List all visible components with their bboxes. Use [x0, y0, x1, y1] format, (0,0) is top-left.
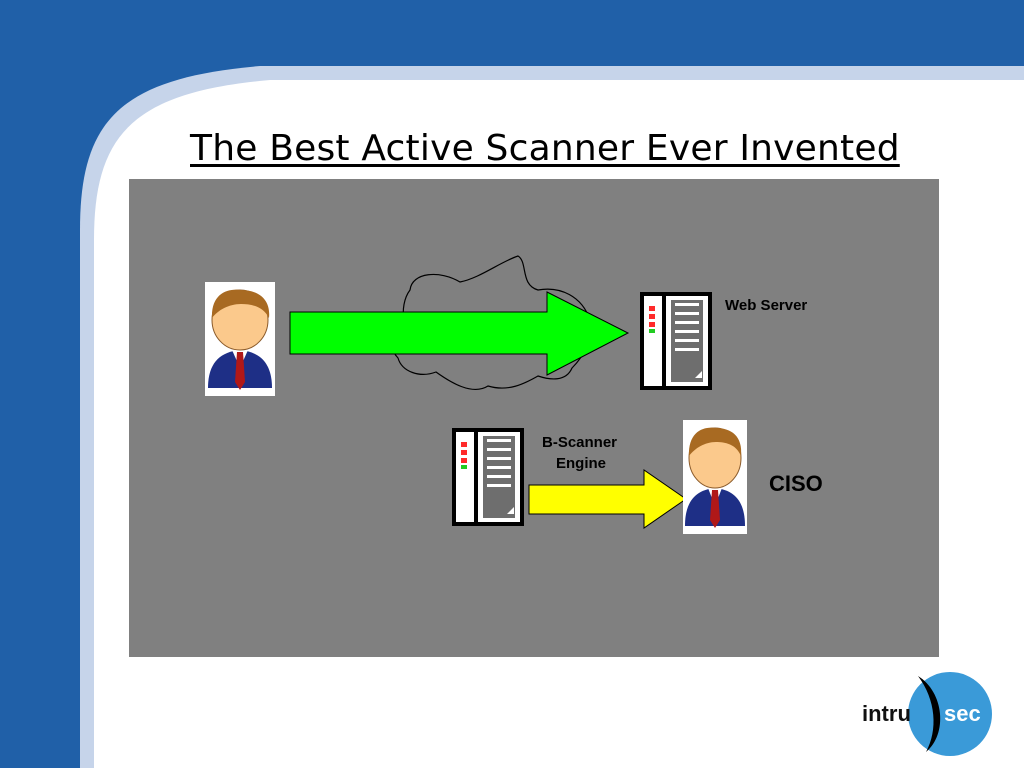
web-server-icon — [640, 292, 712, 390]
yellow-arrow — [528, 469, 687, 529]
logo-text-sec: sec — [944, 701, 981, 726]
ciso-label: CISO — [769, 471, 823, 496]
green-arrow — [289, 291, 630, 376]
cloud-icon — [391, 255, 592, 391]
logo-swoosh-icon — [918, 676, 941, 752]
scanner-label-line1: B-Scanner — [542, 434, 618, 451]
logo-text-intru: intru — [862, 701, 911, 726]
diagram-panel — [129, 179, 939, 657]
user-icon — [205, 282, 275, 396]
scanner-label-line2: Engine — [556, 455, 607, 472]
ciso-user-icon — [683, 420, 747, 534]
web-server-label: Web Server — [725, 297, 808, 314]
slide-title: The Best Active Scanner Ever Invented — [190, 128, 900, 169]
scanner-server-icon — [452, 428, 524, 526]
